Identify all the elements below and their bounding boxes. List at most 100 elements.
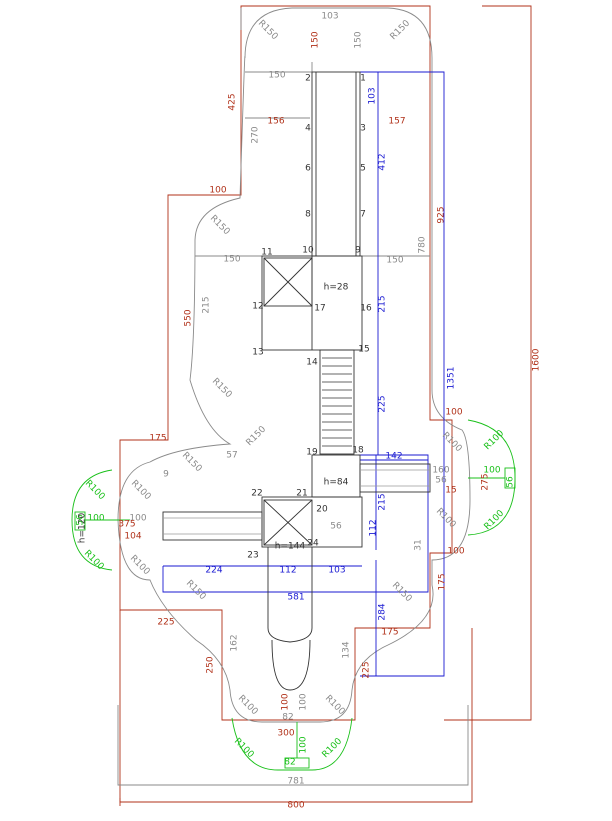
dimension-label: 225 xyxy=(378,395,388,412)
dimension-label: 150 xyxy=(268,71,285,81)
dimension-label: 150 xyxy=(354,31,364,48)
dimension-label: 150 xyxy=(386,256,403,266)
dimension-label: 100 xyxy=(299,736,309,753)
dimension-label: 100 xyxy=(87,514,104,524)
dimension-label: 156 xyxy=(267,117,284,127)
red-long-dimension xyxy=(444,5,532,721)
dimension-label: 225 xyxy=(362,661,372,678)
dimension-label: R100 xyxy=(232,737,256,761)
dimension-label: 175 xyxy=(381,628,398,638)
right-slide xyxy=(359,463,431,493)
dimension-label: 150 xyxy=(223,255,240,265)
dimension-label: 17 xyxy=(314,304,325,314)
dimension-label: 375 xyxy=(118,520,135,530)
dimension-label: 925 xyxy=(437,206,447,223)
dimension-label: h=84 xyxy=(324,478,349,488)
left-slide xyxy=(162,511,263,541)
dimension-label: R100 xyxy=(83,479,107,503)
dimension-label: 1 xyxy=(360,74,366,84)
dimension-label: 9 xyxy=(355,246,361,256)
dimension-label: 15 xyxy=(358,345,369,355)
bottom-tube-slide xyxy=(267,547,313,643)
blue-stair-box xyxy=(162,454,429,593)
dimension-label: 100 xyxy=(209,186,226,196)
dimension-label: R150 xyxy=(256,19,280,43)
dimension-label: 100 xyxy=(483,466,500,476)
dimension-label: 284 xyxy=(378,603,388,620)
dimension-label: 162 xyxy=(230,634,240,651)
dimension-label: 82 xyxy=(282,713,293,723)
dimension-label: 103 xyxy=(368,87,378,104)
dimension-label: 215 xyxy=(202,296,212,313)
dimension-label: 142 xyxy=(385,452,402,462)
bottom-slide-exit xyxy=(271,639,311,691)
gray-extension-lines xyxy=(117,8,469,786)
stair-bridge xyxy=(319,349,355,455)
dimension-label: 23 xyxy=(247,551,258,561)
dimension-label: R150 xyxy=(245,424,269,448)
dimension-label: 175 xyxy=(149,434,166,444)
safety-zone-path xyxy=(117,7,471,723)
dimension-label: R100 xyxy=(129,479,153,503)
dimension-label: 3 xyxy=(360,124,366,134)
dimension-label: 157 xyxy=(388,117,405,127)
dimension-label: R150 xyxy=(208,214,232,238)
blue-right-span xyxy=(360,71,445,677)
dimension-label: 781 xyxy=(287,777,304,787)
dimension-label: 224 xyxy=(205,566,222,576)
dimension-label: 7 xyxy=(360,210,366,220)
tower-cross-b xyxy=(263,257,313,307)
dimension-label: 1600 xyxy=(532,348,542,371)
dimension-label: 13 xyxy=(252,348,263,358)
dimension-label: 57 xyxy=(226,451,237,461)
dimension-label: 300 xyxy=(277,729,294,739)
safety-zone-outline xyxy=(117,7,471,786)
tower-cross-d xyxy=(263,499,313,546)
dimension-label: 100 xyxy=(447,547,464,557)
green-zone-bottom xyxy=(231,717,353,771)
dimension-label: 550 xyxy=(184,309,194,326)
dimension-label: 103 xyxy=(328,566,345,576)
dimension-label: 1351 xyxy=(447,367,457,390)
dimension-label: 56 xyxy=(76,514,86,526)
dimension-label: 800 xyxy=(287,801,304,811)
tower-square-lower xyxy=(263,499,313,546)
green-left-tab xyxy=(74,511,86,531)
dimension-label: 5 xyxy=(360,164,366,174)
dimension-label: 16 xyxy=(360,304,372,314)
dimension-label: 56 xyxy=(435,476,447,486)
dimension-label: 104 xyxy=(124,532,141,542)
dimension-label: 56 xyxy=(506,476,516,488)
dimension-label: R150 xyxy=(389,18,413,42)
dimension-label: 425 xyxy=(228,93,238,110)
dimension-label: 21 xyxy=(296,489,307,499)
dimension-label: 15 xyxy=(445,486,456,496)
dimension-label: 19 xyxy=(306,448,318,458)
dimension-label: 100 xyxy=(281,693,291,710)
dimension-label: h=28 xyxy=(324,283,349,293)
dimension-label: 12 xyxy=(252,302,263,312)
dimension-label: R100 xyxy=(82,549,106,573)
dimension-label: 581 xyxy=(287,593,304,603)
dimension-label: 134 xyxy=(342,641,352,658)
playground-structure xyxy=(162,71,431,691)
dimension-label: 22 xyxy=(251,489,262,499)
dimension-label: 100 xyxy=(299,693,309,710)
dimension-label: 215 xyxy=(378,493,388,510)
dimension-label: 100 xyxy=(445,408,462,418)
dimension-label: 18 xyxy=(352,446,364,456)
dimension-label: 275 xyxy=(481,473,491,490)
dimension-label: 250 xyxy=(206,656,216,673)
dimension-label: h=144 xyxy=(275,542,306,552)
dimension-label: 2 xyxy=(305,74,311,84)
dimension-label: R150 xyxy=(180,451,204,475)
dimension-label: 780 xyxy=(418,236,428,253)
dimension-label: 11 xyxy=(261,248,272,258)
dimension-label: 112 xyxy=(279,566,296,576)
mid-platform xyxy=(311,454,361,498)
dimension-label: 31 xyxy=(414,539,424,550)
dimension-label: 6 xyxy=(305,164,311,174)
dimension-label: 270 xyxy=(251,126,261,143)
dimension-label: 215 xyxy=(378,295,388,312)
